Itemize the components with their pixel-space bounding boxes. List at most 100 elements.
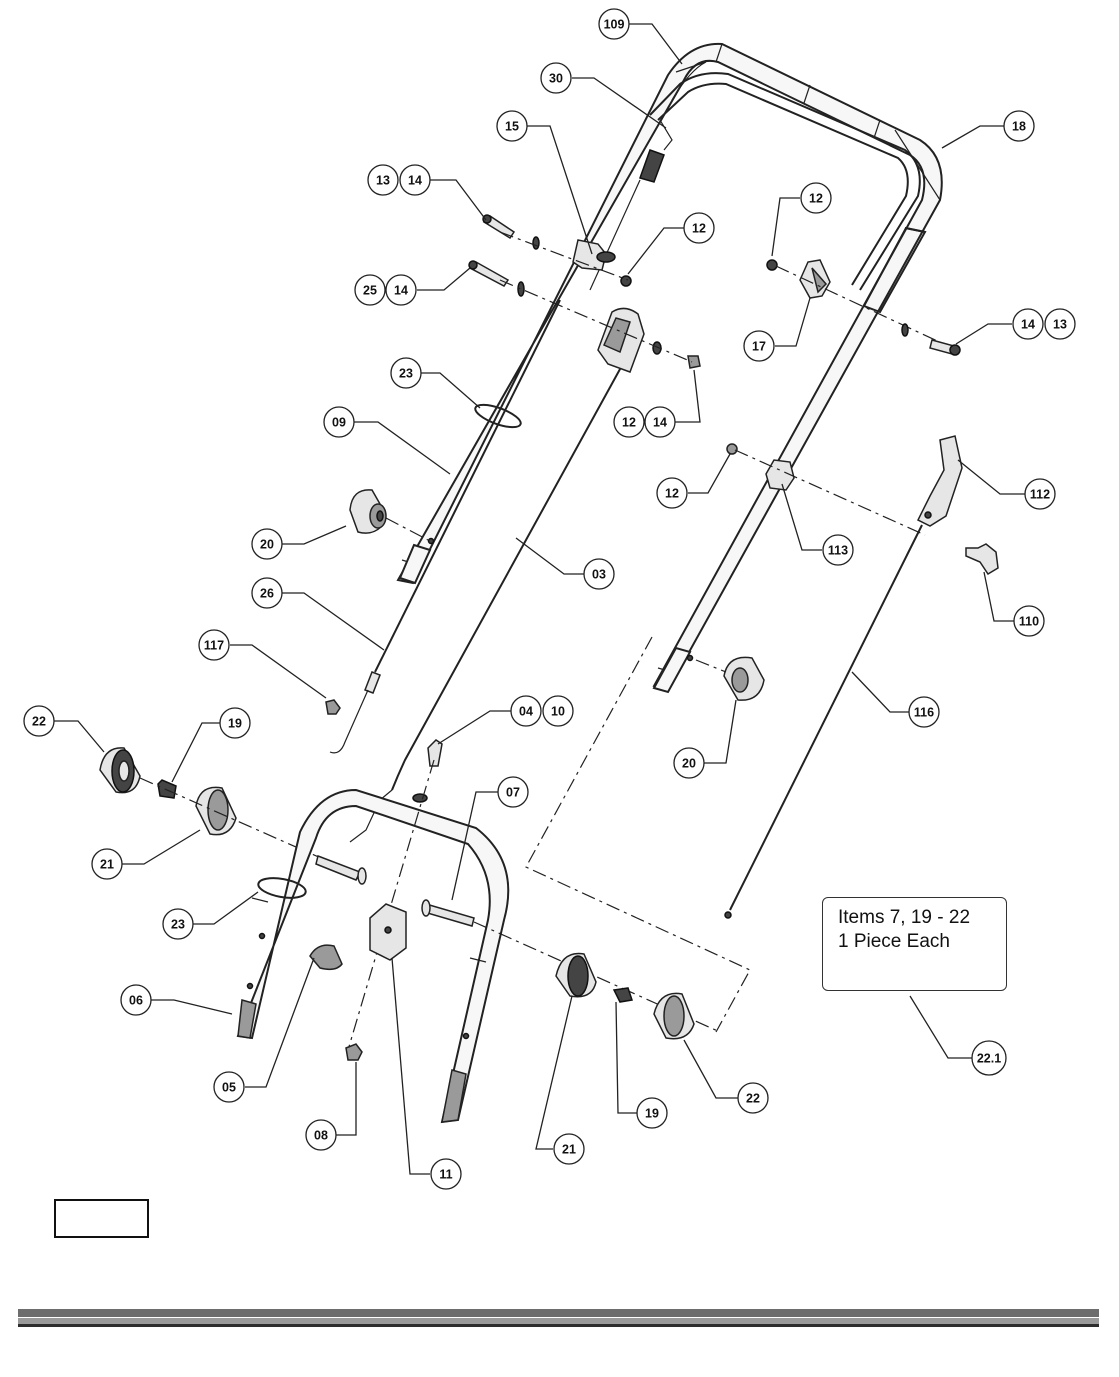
svg-text:05: 05	[222, 1081, 236, 1095]
cable-part-26	[329, 299, 561, 754]
svg-text:113: 113	[828, 544, 848, 558]
callout-12: 12	[683, 212, 715, 244]
callout-113: 113	[822, 534, 854, 566]
svg-text:14: 14	[1021, 318, 1035, 332]
svg-text:21: 21	[562, 1143, 576, 1157]
svg-text:14: 14	[408, 174, 422, 188]
upper-handle-part-18	[396, 42, 943, 692]
callout-14: 14	[385, 274, 417, 306]
callout-13: 13	[1044, 308, 1076, 340]
svg-text:13: 13	[1053, 318, 1067, 332]
svg-text:21: 21	[100, 858, 114, 872]
bolt-part-25	[468, 260, 525, 297]
callout-13: 13	[367, 164, 399, 196]
footer-rule	[18, 1309, 1099, 1328]
svg-text:109: 109	[604, 18, 625, 32]
svg-text:12: 12	[692, 222, 706, 236]
svg-text:10: 10	[551, 705, 565, 719]
note-line-1: Items 7, 19 - 22	[838, 907, 971, 928]
svg-text:23: 23	[171, 918, 185, 932]
callout-22: 22	[737, 1082, 769, 1114]
callout-12: 12	[800, 182, 832, 214]
svg-text:13: 13	[376, 174, 390, 188]
bracket-part-11	[369, 903, 407, 961]
note-line-2: 1 Piece Each	[838, 931, 950, 952]
footer-band-dark	[18, 1309, 1099, 1317]
knob-part-20-lower	[723, 656, 765, 701]
callout-12: 12	[656, 477, 688, 509]
bolt-part-07	[315, 854, 475, 927]
callout-23: 23	[390, 357, 422, 389]
callout-09: 09	[323, 406, 355, 438]
svg-text:15: 15	[505, 120, 519, 134]
callout-22: 22	[23, 705, 55, 737]
callout-11: 11	[430, 1158, 462, 1190]
spring-part-19-left	[157, 779, 177, 799]
clip-part-23-lower	[257, 877, 307, 899]
callout-25: 25	[354, 274, 386, 306]
svg-text:11: 11	[439, 1168, 452, 1182]
cable-holder	[597, 307, 645, 373]
svg-text:14: 14	[653, 416, 667, 430]
bracket-part-15	[572, 239, 616, 271]
callout-07: 07	[497, 776, 529, 808]
svg-text:12: 12	[665, 487, 679, 501]
svg-text:03: 03	[592, 568, 606, 582]
svg-text:08: 08	[314, 1129, 328, 1143]
svg-text:07: 07	[506, 786, 520, 800]
svg-text:06: 06	[129, 994, 143, 1008]
callout-26: 26	[251, 577, 283, 609]
cable-part-116	[724, 524, 923, 919]
callout-20: 20	[251, 528, 283, 560]
pin-part-04	[412, 739, 443, 803]
svg-text:26: 26	[260, 587, 274, 601]
lower-handle-part-06	[236, 788, 510, 1124]
handle-right-lower	[652, 646, 694, 694]
cable-part-03	[349, 179, 641, 843]
callout-19: 19	[636, 1097, 668, 1129]
handle-tube-part-09	[398, 537, 435, 585]
svg-text:25: 25	[363, 284, 377, 298]
callout-109: 109	[598, 8, 630, 40]
callout-23: 23	[162, 908, 194, 940]
clamp-part-113	[726, 443, 795, 491]
svg-text:22: 22	[746, 1092, 760, 1106]
svg-text:116: 116	[914, 706, 934, 720]
wheel-part-21-right	[555, 952, 597, 998]
svg-text:110: 110	[1019, 615, 1039, 629]
empty-label-box	[54, 1199, 149, 1238]
callout-10: 10	[542, 695, 574, 727]
knob-part-20-upper	[349, 489, 387, 534]
callout-21: 21	[553, 1133, 585, 1165]
svg-text:112: 112	[1030, 488, 1050, 502]
callout-19: 19	[219, 707, 251, 739]
svg-text:23: 23	[399, 367, 413, 381]
callout-30: 30	[540, 62, 572, 94]
callout-03: 03	[583, 558, 615, 590]
spring-part-19-right	[612, 987, 633, 1003]
wheel-part-22-left	[99, 747, 141, 794]
callout-08: 08	[305, 1119, 337, 1151]
callout-22-1: 22.1	[971, 1040, 1007, 1076]
callout-15: 15	[496, 110, 528, 142]
callout-04: 04	[510, 695, 542, 727]
clip-part-23-upper	[474, 403, 522, 429]
callout-117: 117	[198, 629, 230, 661]
callout-14: 14	[399, 164, 431, 196]
svg-text:12: 12	[809, 192, 823, 206]
callout-116: 116	[908, 696, 940, 728]
callout-110: 110	[1013, 605, 1045, 637]
svg-text:117: 117	[204, 639, 224, 653]
svg-text:14: 14	[394, 284, 408, 298]
svg-text:22.1: 22.1	[977, 1052, 1001, 1066]
lever-part-112	[916, 435, 963, 527]
bolt-part-13-right	[901, 323, 961, 356]
callout-12: 12	[613, 406, 645, 438]
knob-part-110	[965, 543, 999, 576]
svg-text:19: 19	[645, 1107, 659, 1121]
callout-17: 17	[743, 330, 775, 362]
knob-part-05	[309, 944, 343, 971]
svg-text:20: 20	[260, 538, 274, 552]
callout-14: 14	[1012, 308, 1044, 340]
footer-band-black	[18, 1324, 1099, 1327]
